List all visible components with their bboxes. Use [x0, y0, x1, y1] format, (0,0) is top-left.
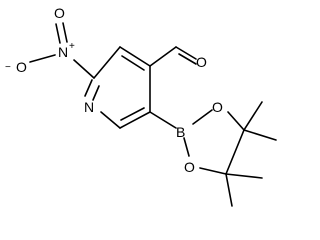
atom-ring-n: N: [84, 99, 94, 115]
charge-nitro-n: +: [69, 41, 75, 52]
bond-c5-c6-inner: [120, 107, 145, 121]
bond-cupper-clower: [225, 129, 245, 175]
atom-boron: B: [176, 124, 185, 140]
bond-cald-o: [175, 46, 197, 60]
atom-boronate-o-upper: O: [212, 99, 223, 115]
bond-methyl-3: [225, 173, 263, 179]
bond-oupper-cupper: [227, 111, 245, 131]
bond-nnitro-oleft: [29, 54, 56, 63]
structure-diagram: N + O O − N O B O O: [5, 5, 277, 207]
bond-c4-cald: [149, 46, 177, 67]
atom-nitro-o-top: O: [54, 5, 65, 21]
bond-nnitro-otop: [55, 23, 61, 44]
bond-c5-c6: [119, 111, 151, 129]
atom-nitro-n: N: [58, 44, 68, 60]
bond-c6-n1: [100, 111, 121, 129]
bond-c5-b: [149, 111, 177, 129]
bond-b-olower: [183, 137, 190, 157]
bond-c2-nnitro: [73, 59, 95, 79]
bonds: [29, 22, 277, 207]
atom-nitro-o-left: O: [16, 59, 27, 75]
bond-cald-o-2: [178, 53, 197, 65]
bond-c2-c3: [93, 46, 121, 79]
bond-nnitro-otop-2: [62, 22, 68, 43]
bond-methyl-1: [243, 101, 263, 131]
atom-boronate-o-lower: O: [184, 159, 195, 175]
charge-nitro-o: −: [5, 62, 11, 73]
bond-methyl-4: [225, 173, 233, 207]
atom-labels: N + O O − N O B O O: [5, 5, 223, 175]
bond-olower-clower: [199, 167, 227, 175]
bond-b-oupper: [192, 109, 213, 125]
atom-aldehyde-o: O: [196, 54, 207, 70]
bond-c3-c4: [119, 46, 151, 67]
bond-c3-c4-inner: [121, 55, 145, 71]
bond-n1-c2: [84, 79, 93, 97]
bond-n1-c2-inner: [92, 85, 100, 101]
bond-methyl-2: [243, 129, 277, 141]
